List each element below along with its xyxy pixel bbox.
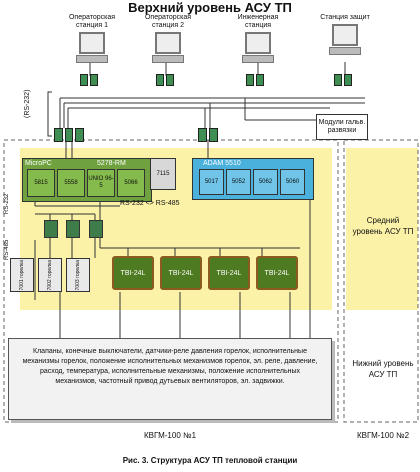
tbi-module: TBI-24L <box>256 256 298 290</box>
micropc-modules: 5815 5558 UNIO 96-5 5066 <box>27 169 145 197</box>
adam-module: 5052 <box>226 169 251 195</box>
station-2: Операторская станция 2 <box>136 14 200 63</box>
station-4: Станция защит <box>313 14 377 55</box>
converter-icon <box>44 220 58 238</box>
device-7003: 7003 горелка <box>66 258 90 292</box>
rs232-side-label: RS-232 <box>4 193 10 214</box>
connector-icon <box>90 74 98 86</box>
station-1: Операторская станция 1 <box>60 14 124 63</box>
adam-module: 5017 <box>199 169 224 195</box>
kvgm-1-label: КВГМ-100 №1 <box>143 431 197 440</box>
micropc-model: 5278-RM <box>97 160 126 167</box>
tbi-module: TBI-24L <box>112 256 154 290</box>
adam-module-label: 5052 <box>231 178 246 185</box>
isolation-modules-box: Модули гальв. развязки <box>316 114 368 140</box>
micropc-module: UNIO 96-5 <box>87 169 115 197</box>
rs-converter-label: RS-232 <> RS-485 <box>120 200 180 207</box>
tbi-module-label: TBI-24L <box>264 269 290 277</box>
connector-group-micropc <box>54 128 85 142</box>
isolation-modules-label: Модули гальв. развязки <box>318 119 366 134</box>
converter-icon <box>89 220 103 238</box>
tbi-module-label: TBI-24L <box>216 269 242 277</box>
page-title: Верхний уровень АСУ ТП <box>128 0 292 15</box>
connector-icon <box>344 74 352 86</box>
computer-icon <box>245 32 271 54</box>
micropc-module-label: UNIO 96-5 <box>88 176 114 189</box>
rs232-vertical-label: (RS-232) <box>24 89 31 118</box>
connector-icon <box>246 74 254 86</box>
station-3-label: Инженерная станция <box>237 14 279 29</box>
connector-group-2 <box>156 74 180 86</box>
adam-modules: 5017 5052 5062 5060 <box>199 169 305 195</box>
middle-level-label: Средний уровень АСУ ТП <box>352 216 414 236</box>
figure-caption: Рис. 3. Структура АСУ ТП тепловой станци… <box>122 456 298 465</box>
connector-icon <box>80 74 88 86</box>
adam-module-label: 5060 <box>285 178 300 185</box>
computer-base-icon <box>242 55 274 63</box>
connector-group-1 <box>80 74 104 86</box>
micropc-module-label: 5558 <box>64 179 78 186</box>
computer-icon <box>332 24 358 46</box>
field-devices-text: Клапаны, конечные выключатели, датчики-р… <box>22 348 318 385</box>
tbi-module: TBI-24L <box>208 256 250 290</box>
device-label: 7001 горелка <box>19 259 25 291</box>
micropc-module: 5815 <box>27 169 55 197</box>
connector-icon <box>166 74 174 86</box>
connector-icon <box>334 74 342 86</box>
lower-level-label: Нижний уровень АСУ ТП <box>352 359 414 379</box>
micropc-rack: MicroPC 5278-RM 5815 5558 UNIO 96-5 5066 <box>22 158 152 202</box>
tbi-module-label: TBI-24L <box>120 269 146 277</box>
connector-group-4 <box>334 74 358 86</box>
adam-title: ADAM 5510 <box>203 160 241 167</box>
connector-icon <box>209 128 218 142</box>
micropc-module-label: 5066 <box>124 179 138 186</box>
station-4-label: Станция защит <box>320 14 370 21</box>
tbi-modules: TBI-24L TBI-24L TBI-24L TBI-24L <box>112 256 298 290</box>
device-label: 7002 горелка <box>47 259 53 291</box>
device-7002: 7002 горелка <box>38 258 62 292</box>
connector-group-adam <box>198 128 228 142</box>
micropc-brand: MicroPC <box>25 160 52 167</box>
computer-base-icon <box>152 55 184 63</box>
rs485-side-label: RS-485 <box>4 239 10 260</box>
kvgm-2-label: КВГМ-100 №2 <box>356 431 410 440</box>
micropc-extra-module: 7115 <box>150 158 176 190</box>
station-1-label: Операторская станция 1 <box>68 14 116 29</box>
computer-base-icon <box>76 55 108 63</box>
micropc-module-label: 5815 <box>34 179 48 186</box>
device-label: 7003 горелка <box>75 259 81 291</box>
adam-module: 5062 <box>253 169 278 195</box>
connector-icon <box>156 74 164 86</box>
tbi-module: TBI-24L <box>160 256 202 290</box>
station-3: Инженерная станция <box>226 14 290 63</box>
connector-icon <box>64 128 74 142</box>
computer-base-icon <box>329 47 361 55</box>
micropc-extra-label: 7115 <box>156 170 170 177</box>
computer-icon <box>79 32 105 54</box>
field-devices-box: Клапаны, конечные выключатели, датчики-р… <box>8 338 332 420</box>
device-7001: 7001 горелка <box>10 258 34 292</box>
micropc-module: 5066 <box>117 169 145 197</box>
middle-level-side-panel <box>346 148 418 310</box>
connector-group-3 <box>246 74 270 86</box>
connector-icon <box>198 128 207 142</box>
connector-icon <box>75 128 85 142</box>
adam-rack: ADAM 5510 5017 5052 5062 5060 <box>192 158 314 200</box>
tbi-module-label: TBI-24L <box>168 269 194 277</box>
station-2-label: Операторская станция 2 <box>144 14 192 29</box>
adam-module-label: 5062 <box>258 178 273 185</box>
connector-icon <box>54 128 63 142</box>
computer-icon <box>155 32 181 54</box>
adam-module: 5060 <box>280 169 305 195</box>
adam-module-label: 5017 <box>204 178 219 185</box>
converter-icon <box>66 220 80 238</box>
micropc-module: 5558 <box>57 169 85 197</box>
connector-icon <box>256 74 264 86</box>
